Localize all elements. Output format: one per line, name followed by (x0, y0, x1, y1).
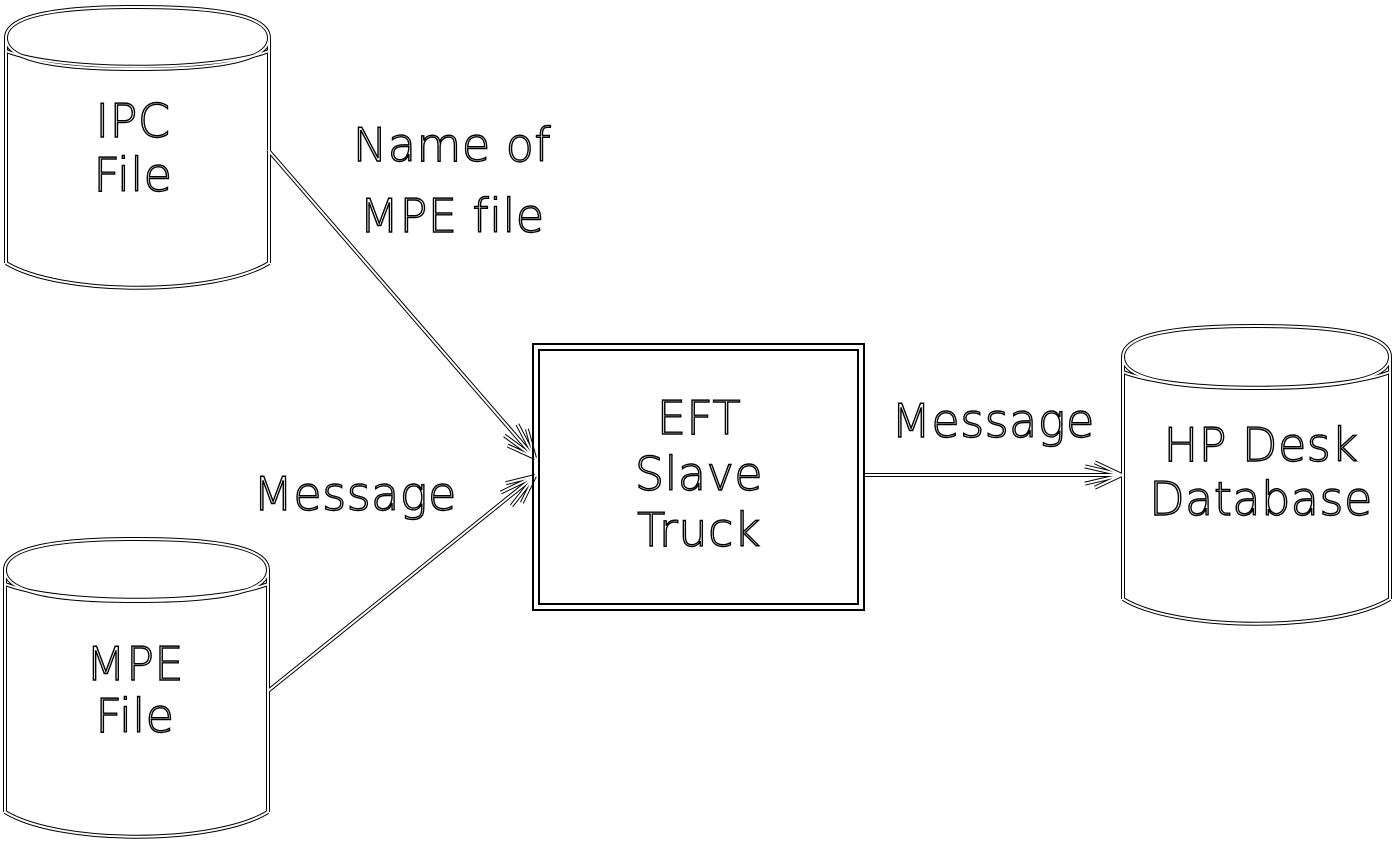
mpe-file-label-line1: MPE (85, 637, 184, 691)
mpe-file-label-line2: File (95, 689, 175, 743)
edge-label-message-right-text: Message (891, 393, 1095, 448)
edge-label-name-of-mpe-file-line2: MPE file (359, 188, 545, 243)
edge-label-message-left-text: Message (253, 466, 457, 521)
hp-desk-database-label-line1: HP Desk (1163, 417, 1359, 472)
edge-label-name-of-mpe-file-line1: Name of (352, 117, 552, 172)
eft-box-outer-border (532, 343, 865, 611)
eft-box-inner-border (538, 349, 859, 605)
hp-desk-database-label: HP Desk Database (1149, 417, 1373, 526)
mpe-file-label: MPE File (85, 637, 184, 743)
eft-slave-truck-label-line2: Slave (634, 446, 764, 501)
eft-slave-truck-label-line1: EFT (656, 390, 742, 445)
edge-label-name-of-mpe-file: Name of MPE file (352, 110, 552, 252)
hp-desk-database-label-line2: Database (1149, 471, 1373, 526)
ipc-file-label: IPC File (93, 93, 173, 202)
eft-slave-truck-label-line3: Truck (636, 502, 761, 557)
eft-slave-truck-box-shape (532, 343, 865, 611)
ipc-file-label-line1: IPC (95, 93, 171, 148)
edge-label-message-left: Message (253, 466, 457, 521)
eft-slave-truck-label: EFT Slave Truck (634, 390, 764, 558)
edge-label-message-right: Message (891, 393, 1095, 448)
ipc-file-label-line2: File (93, 147, 173, 202)
